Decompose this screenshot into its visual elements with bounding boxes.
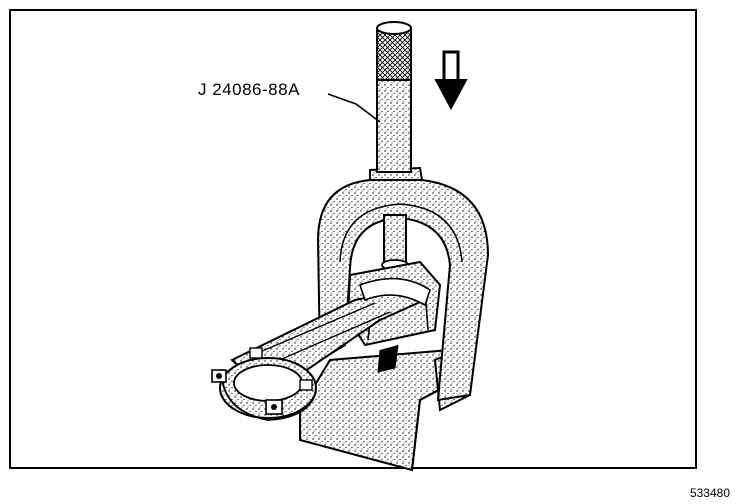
arrow-down-icon bbox=[434, 50, 468, 111]
press-screw bbox=[376, 21, 412, 271]
tool-callout-label: J 24086-88A bbox=[198, 80, 300, 99]
figure-number: 533480 bbox=[689, 486, 730, 500]
label-leader-line bbox=[327, 93, 381, 123]
rod-big-end bbox=[211, 347, 317, 421]
press-frame bbox=[316, 166, 490, 402]
